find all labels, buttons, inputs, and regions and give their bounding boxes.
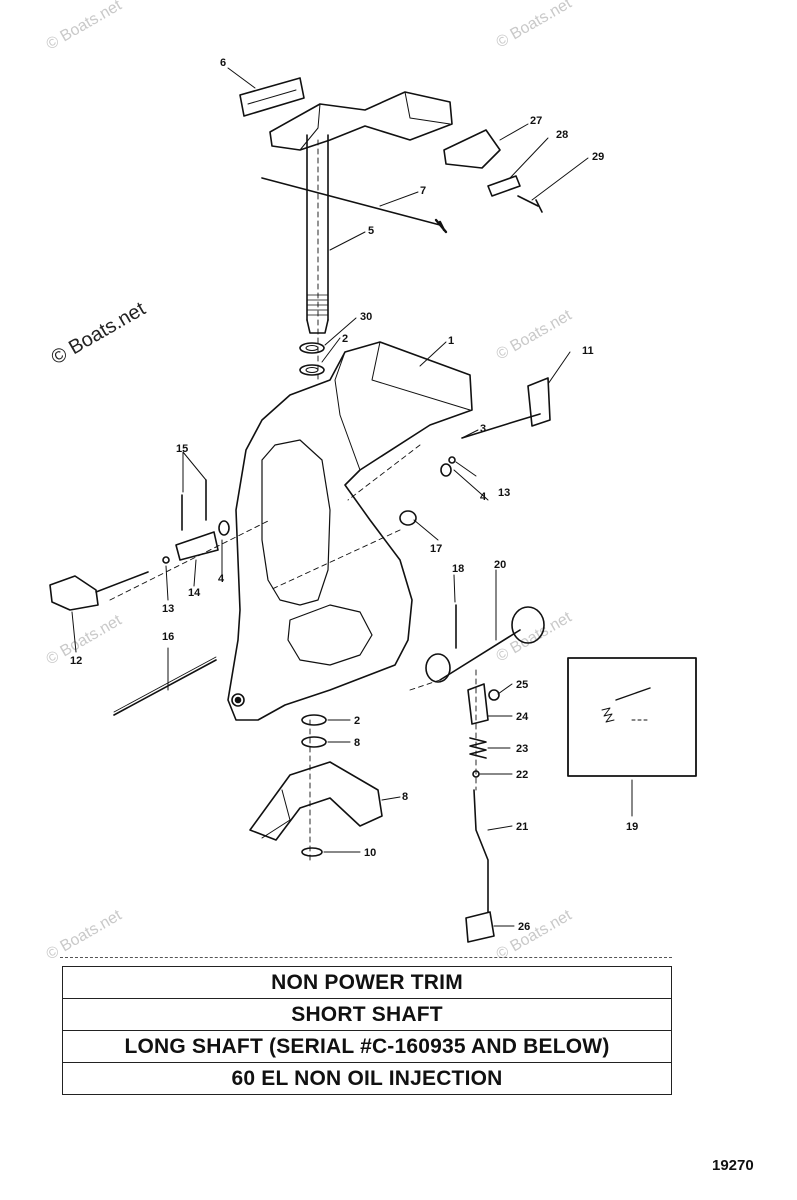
callout-2-lower: 2: [354, 715, 360, 727]
part-13-washer-left: [162, 556, 170, 564]
spec-table: NON POWER TRIM SHORT SHAFT LONG SHAFT (S…: [62, 966, 672, 1095]
callout-22: 22: [516, 769, 528, 781]
spec-row: 60 EL NON OIL INJECTION: [63, 1062, 671, 1094]
callout-5: 5: [368, 225, 374, 237]
part-15-screws: [181, 479, 207, 531]
watermark: © Boats.net: [44, 612, 126, 669]
callout-8: 8: [354, 737, 360, 749]
figure-number: 19270: [712, 1157, 754, 1174]
callout-19: 19: [626, 821, 638, 833]
callout-15: 15: [176, 443, 188, 455]
part-27-plate: [443, 129, 501, 169]
callout-3: 3: [480, 423, 486, 435]
watermark: © Boats.net: [44, 907, 126, 964]
swivel-bracket: [269, 91, 453, 151]
part-4-bushing-left: [218, 520, 230, 536]
spec-row: LONG SHAFT (SERIAL #C-160935 AND BELOW): [63, 1030, 671, 1062]
part-8-washer: [301, 736, 327, 748]
part-29-screw: [517, 195, 543, 213]
part-12-bracket: [49, 575, 99, 611]
callout-13-left: 13: [162, 603, 174, 615]
callout-29: 29: [592, 151, 604, 163]
part-5-shaft: [306, 134, 329, 321]
callout-28: 28: [556, 129, 568, 141]
part-24-block: [467, 683, 489, 725]
callout-21: 21: [516, 821, 528, 833]
part-3-pin: [461, 413, 541, 439]
part-6-pad: [239, 77, 305, 117]
callout-16: 16: [162, 631, 174, 643]
callout-23: 23: [516, 743, 528, 755]
callout-4-left: 4: [218, 573, 225, 585]
leader-lines: [71, 67, 633, 927]
part-1-swivel-housing: [227, 341, 473, 721]
part-25-nut: [488, 689, 500, 701]
watermark: © Boats.net: [44, 0, 126, 53]
callout-12: 12: [70, 655, 82, 667]
callout-11: 11: [582, 345, 594, 357]
watermark: © Boats.net: [494, 907, 576, 964]
callout-30: 30: [360, 311, 372, 323]
part-26-handle: [465, 911, 495, 943]
spec-row: NON POWER TRIM: [271, 970, 463, 994]
spec-row: SHORT SHAFT: [63, 998, 671, 1030]
part-21-rod: [473, 789, 489, 913]
callout-6: 6: [220, 57, 226, 69]
callout-1: 1: [448, 335, 454, 347]
part-13-washer-right: [448, 456, 456, 464]
part-2-washer-lower: [301, 714, 327, 726]
part-16-rod: [113, 659, 217, 716]
part-28-washer: [487, 175, 521, 197]
part-7-bolt: [261, 177, 441, 226]
separator-line: [60, 957, 672, 958]
part-14-clamp: [175, 531, 219, 561]
alignment-lines: [109, 139, 477, 861]
inset-box-19: [567, 657, 697, 777]
callout-2-upper: 2: [342, 333, 348, 345]
callout-25: 25: [516, 679, 528, 691]
watermark: © Boats.net: [494, 609, 576, 666]
callout-10: 10: [364, 847, 376, 859]
part-2-washer-upper: [299, 364, 325, 376]
callout-7: 7: [420, 185, 426, 197]
callout-17: 17: [430, 543, 442, 555]
watermark-prominent: © Boats.net: [48, 298, 150, 370]
callout-labels: 6 27 28 29 7 5 30 2 1 11 3 4 13 17 15 14…: [70, 57, 638, 933]
callout-9: 8: [402, 791, 408, 803]
part-4-bushing-right: [440, 463, 452, 477]
part-11-bracket: [527, 377, 551, 427]
callout-14: 14: [188, 587, 201, 599]
part-30-washer: [299, 342, 325, 354]
callout-24: 24: [516, 711, 529, 723]
part-10-washer: [301, 847, 323, 857]
part-9-cover: [249, 761, 383, 841]
callout-26: 26: [518, 921, 530, 933]
callout-4-right: 4: [480, 491, 487, 503]
callout-18: 18: [452, 563, 464, 575]
part-20-lever: [439, 629, 521, 681]
watermark: © Boats.net: [494, 0, 576, 51]
part-17-bushing: [399, 510, 417, 526]
callout-27: 27: [530, 115, 542, 127]
part-23-spring: [469, 737, 487, 759]
watermark: © Boats.net: [494, 307, 576, 364]
callout-20: 20: [494, 559, 506, 571]
callout-13-right: 13: [498, 487, 510, 499]
